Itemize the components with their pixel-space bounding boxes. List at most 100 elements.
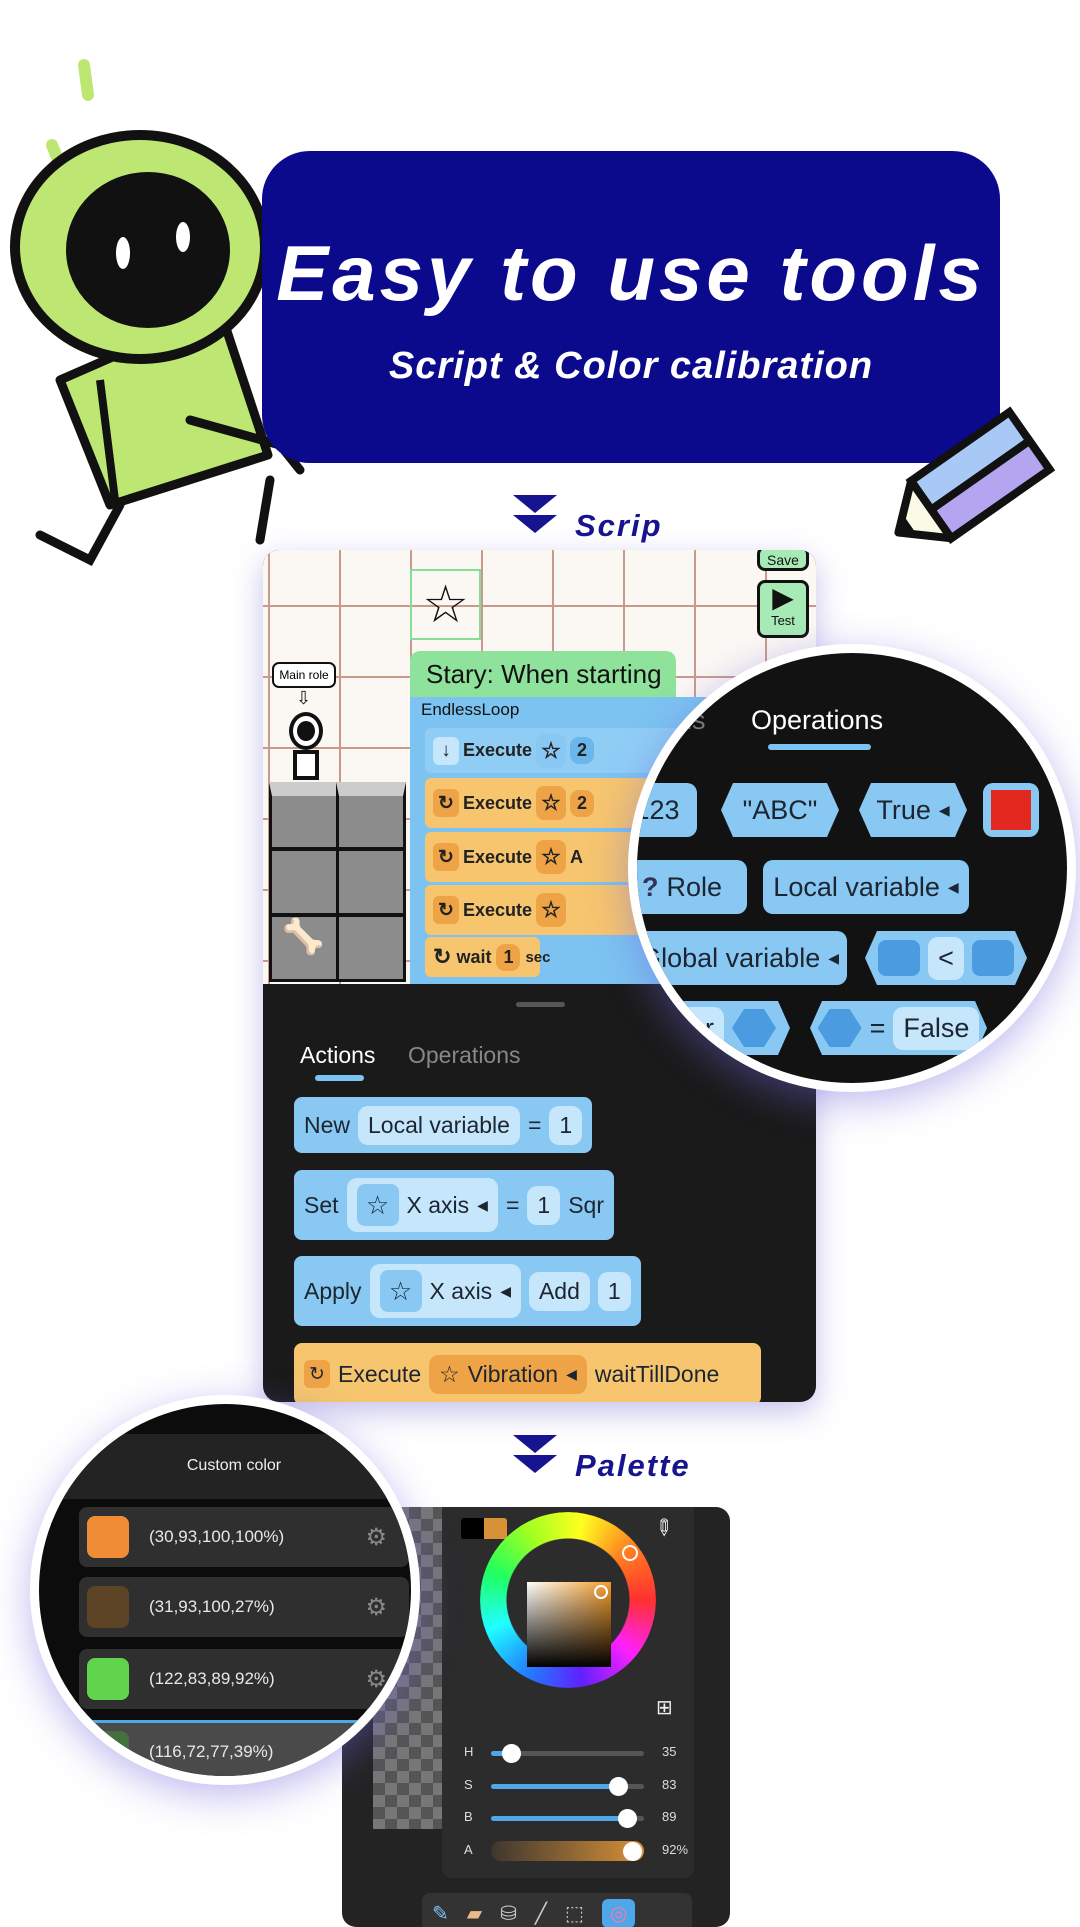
star-icon: ☆ <box>439 1361 460 1388</box>
gear-icon[interactable]: ⚙ <box>365 1593 387 1622</box>
eyedropper-icon[interactable]: ✎ <box>648 1512 679 1543</box>
pen-icon[interactable]: ✎ <box>432 1901 449 1926</box>
row-value[interactable]: A <box>570 847 583 868</box>
refresh-icon: ↻ <box>433 789 459 817</box>
fill-bucket-icon[interactable]: ⛁ <box>500 1901 517 1926</box>
color-value: (116,72,77,39%) <box>149 1742 420 1762</box>
drag-handle[interactable] <box>516 1002 565 1007</box>
boolean-true-block[interactable]: True◀ <box>859 783 967 837</box>
palette-section-label: Palette <box>575 1448 691 1484</box>
local-variable-block[interactable]: Local variable◀ <box>763 860 969 914</box>
variable-field[interactable]: Local variable <box>358 1106 520 1145</box>
page-title: Easy to use tools <box>262 228 1000 319</box>
palette-icon[interactable]: ◎ <box>602 1899 635 1927</box>
custom-color-item[interactable]: (122,83,89,92%)⚙ <box>79 1649 409 1709</box>
block-label: False <box>893 1007 979 1050</box>
tab-actions[interactable]: Actions <box>300 1042 375 1069</box>
string-block[interactable]: "ABC" <box>721 783 839 837</box>
color-block[interactable] <box>983 783 1039 837</box>
block-label: Global variable <box>640 943 820 974</box>
ground-tile <box>269 782 339 850</box>
gear-icon[interactable]: ⚙ <box>365 1665 387 1694</box>
tab-partial: ns <box>677 705 706 736</box>
slider-track[interactable] <box>491 1751 644 1756</box>
row-verb: Execute <box>463 793 532 814</box>
less-than-block[interactable]: < <box>865 931 1027 985</box>
property-field[interactable]: ☆X axis◀ <box>347 1178 498 1232</box>
dropdown-arrow-icon: ◀ <box>828 950 839 967</box>
hue-handle[interactable] <box>622 1545 638 1561</box>
custom-color-item[interactable]: (30,93,100,100%)⚙ <box>79 1507 409 1567</box>
select-icon[interactable]: ⬚ <box>565 1901 584 1926</box>
or-block[interactable]: or <box>628 1001 790 1055</box>
play-icon: ▶ <box>760 583 806 613</box>
row-verb: Execute <box>463 740 532 761</box>
event-block[interactable]: Stary: When starting <box>410 651 676 697</box>
value-field[interactable]: 1 <box>527 1186 560 1225</box>
main-role-character[interactable] <box>285 712 325 782</box>
slider-knob[interactable] <box>609 1777 628 1796</box>
custom-color-item[interactable]: (31,93,100,27%)⚙ <box>79 1577 409 1637</box>
star-icon: ☆ <box>357 1184 399 1226</box>
star-sprite[interactable]: ☆ <box>410 569 481 640</box>
ground-tile <box>336 914 406 982</box>
ground-tile <box>336 782 406 850</box>
number-block[interactable]: 123 <box>628 783 697 837</box>
equals-false-block[interactable]: =False <box>810 1001 987 1055</box>
wait-unit: sec <box>525 949 550 966</box>
row-verb: Execute <box>463 847 532 868</box>
operator: = <box>506 1192 519 1219</box>
custom-color-item-selected[interactable]: (116,72,77,39%) <box>39 1720 420 1780</box>
test-button[interactable]: ▶ Test <box>757 580 809 638</box>
action-field[interactable]: ☆ Vibration ◀ <box>429 1355 587 1394</box>
mode-label: waitTillDone <box>595 1361 719 1388</box>
slider-knob[interactable] <box>623 1842 642 1861</box>
slider-fill <box>491 1816 627 1821</box>
sb-handle[interactable] <box>594 1585 608 1599</box>
operation-field[interactable]: Add <box>529 1272 590 1311</box>
save-button[interactable]: Save <box>757 550 809 571</box>
dropdown-arrow-icon: ◀ <box>939 802 950 819</box>
row-value[interactable]: 2 <box>570 790 594 817</box>
tab-operations[interactable]: Operations <box>408 1042 521 1069</box>
color-swatch <box>87 1516 129 1558</box>
color-swatch <box>87 1731 129 1773</box>
eraser-icon[interactable]: ▰ <box>467 1901 482 1926</box>
slider-knob[interactable] <box>502 1744 521 1763</box>
tab-operations[interactable]: Operations <box>751 705 883 736</box>
row-verb: Execute <box>463 900 532 921</box>
gear-icon[interactable]: ⚙ <box>365 1523 387 1552</box>
add-file-icon[interactable]: ⊞ <box>656 1695 673 1720</box>
execute-block[interactable]: ↻Execute☆Vibration◀waitTillDone <box>294 1343 761 1402</box>
slider-knob[interactable] <box>618 1809 637 1828</box>
refresh-icon: ↻ <box>433 843 459 871</box>
row-value[interactable]: 2 <box>570 737 594 764</box>
slider-track[interactable] <box>491 1816 644 1821</box>
script-section-label: Scrip <box>575 508 663 544</box>
slider-track[interactable] <box>491 1784 644 1789</box>
color-value: (31,93,100,27%) <box>149 1597 365 1617</box>
main-role-bubble: Main role <box>272 662 336 688</box>
alpha-track[interactable] <box>491 1841 644 1861</box>
pencil-illustration <box>885 395 1070 570</box>
property-field[interactable]: ☆X axis◀ <box>370 1264 521 1318</box>
role-block[interactable]: ?Role <box>628 860 747 914</box>
value-field[interactable]: 1 <box>598 1272 631 1311</box>
refresh-icon: ↻ <box>433 944 451 970</box>
global-variable-block[interactable]: Global variable ◀ <box>628 931 847 985</box>
ground-tile: 🦴 <box>269 914 339 982</box>
block-verb: Apply <box>304 1278 362 1305</box>
slider-value: 89 <box>662 1809 676 1824</box>
action-label: Vibration <box>468 1361 558 1388</box>
line-icon[interactable]: ╱ <box>535 1901 547 1926</box>
block-label: Local variable <box>773 872 940 903</box>
wait-value[interactable]: 1 <box>496 944 520 971</box>
value-field[interactable]: 1 <box>549 1106 582 1145</box>
slider-label: S <box>464 1777 473 1792</box>
arrow-down-icon: ⇩ <box>296 688 311 709</box>
dropdown-arrow-icon: ◀ <box>566 1366 577 1383</box>
